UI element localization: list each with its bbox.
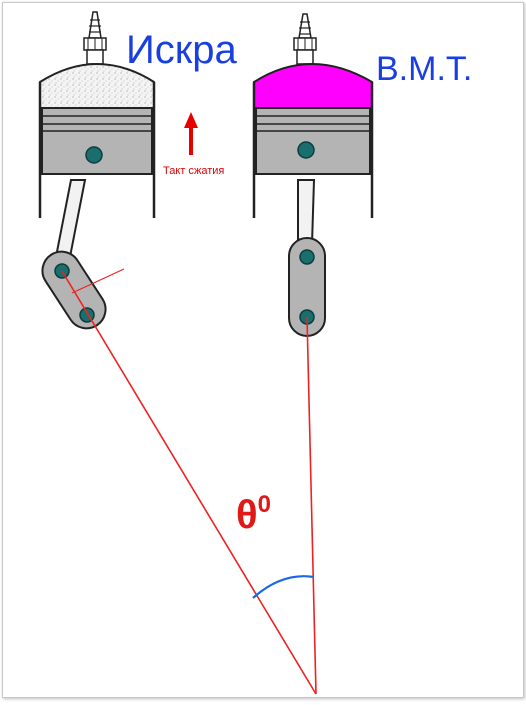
arrow-up-icon xyxy=(184,112,198,155)
left-piston xyxy=(41,107,153,175)
left-connecting-rod xyxy=(53,179,87,263)
right-piston xyxy=(255,107,371,175)
right-connecting-rod xyxy=(297,179,316,245)
angle-construction xyxy=(61,268,317,695)
right-piston-pin xyxy=(297,141,315,159)
stroke-label: Такт сжатия xyxy=(163,165,224,177)
theta-superscript: 0 xyxy=(258,491,271,518)
left-piston-pin xyxy=(85,146,103,164)
theta-symbol: θ xyxy=(236,493,258,537)
theta-label: θ0 xyxy=(236,491,271,537)
theta-angle-arc xyxy=(252,575,315,599)
right-engine xyxy=(252,13,374,337)
left-engine xyxy=(38,11,156,330)
tdc-label: В.М.Т. xyxy=(376,50,472,88)
vertical-reference-line xyxy=(306,316,317,695)
left-crank-tick-line xyxy=(71,268,125,294)
left-crank-line xyxy=(61,270,317,695)
right-combustion-chamber xyxy=(253,63,373,109)
right-crank-link xyxy=(288,237,326,337)
spark-label: Искра xyxy=(126,28,237,72)
